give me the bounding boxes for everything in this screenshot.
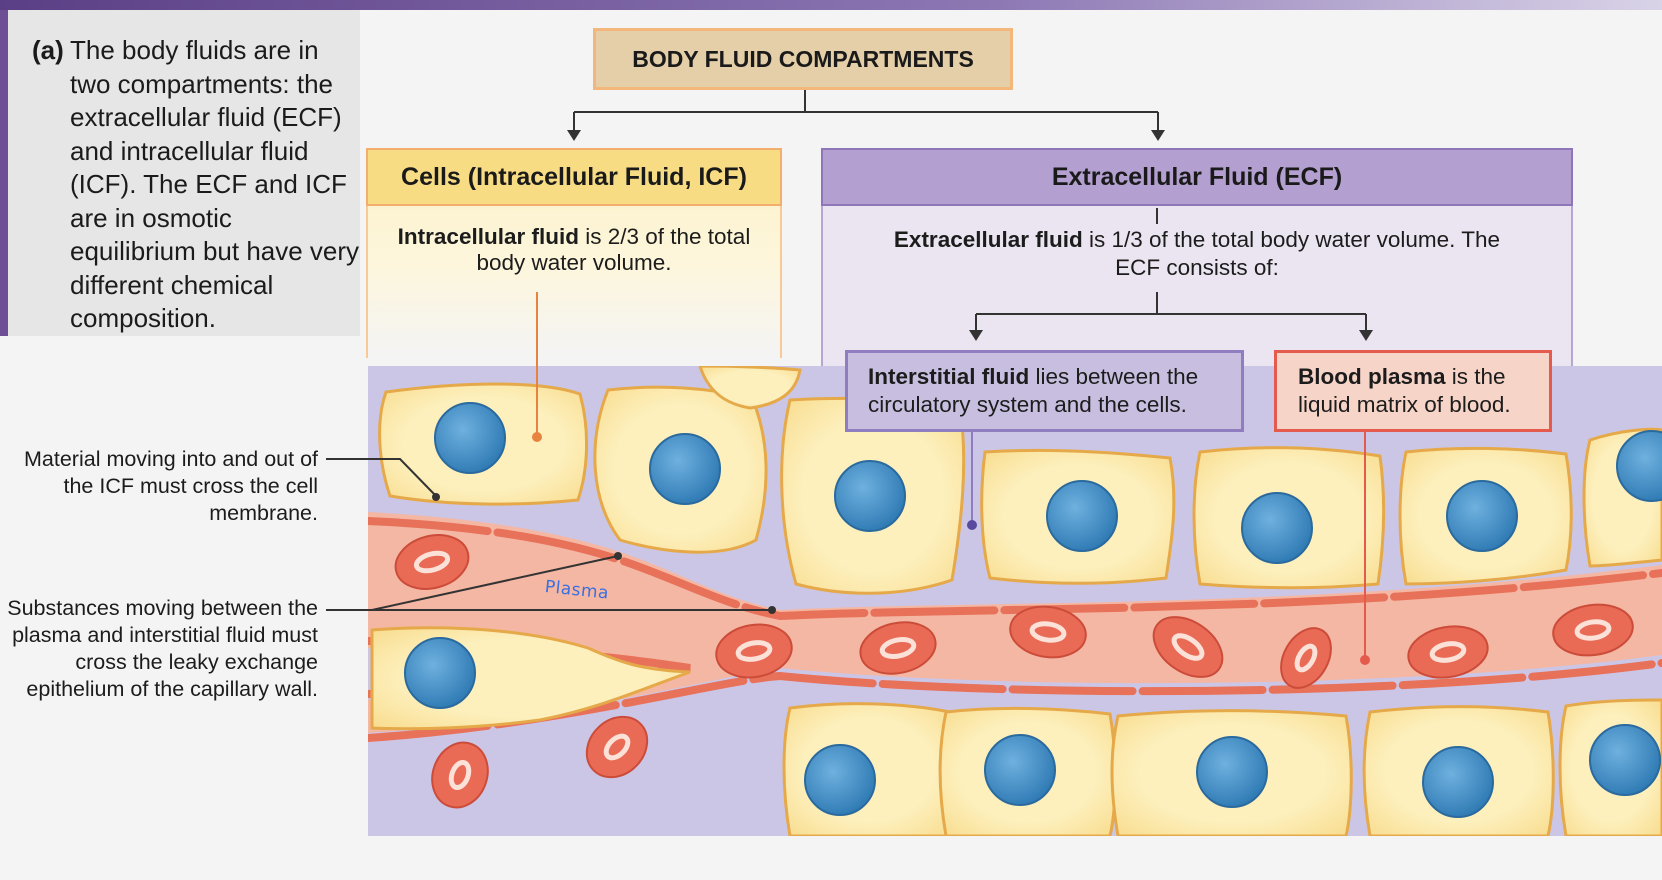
nucleus: [1616, 430, 1662, 502]
intro-caption: (a) The body fluids are in two compartme…: [32, 34, 362, 336]
red-blood-cell: [1152, 616, 1224, 678]
ecf-header: Extracellular Fluid (ECF): [821, 148, 1573, 206]
nucleus: [1196, 736, 1268, 808]
blood-plasma-term: Blood plasma: [1298, 364, 1446, 389]
leader-lines: [326, 292, 1366, 660]
interstitial-term: Interstitial fluid: [868, 364, 1030, 389]
red-blood-cell: [585, 715, 649, 779]
interstitial-fluid-box: Interstitial fluid lies between the circ…: [845, 350, 1244, 432]
nuclei: [404, 402, 1662, 818]
ecf-description: Extracellular fluid is 1/3 of the total …: [880, 226, 1514, 282]
red-blood-cells: [394, 534, 1634, 809]
capillary-annotation: Substances moving between the plasma and…: [7, 596, 318, 701]
tissue-section: [368, 366, 1662, 836]
top-border: [0, 0, 1662, 10]
nucleus: [984, 734, 1056, 806]
red-blood-cell: [1407, 625, 1489, 679]
intro-text: The body fluids are in two compartments:…: [70, 35, 360, 333]
red-blood-cell: [715, 623, 793, 679]
nucleus: [404, 637, 476, 709]
connector-lines: [567, 90, 1373, 341]
red-blood-cell: [431, 741, 489, 809]
intro-panel: (a) The body fluids are in two compartme…: [0, 10, 360, 336]
blood-plasma-box: Blood plasma is the liquid matrix of blo…: [1274, 350, 1552, 432]
nucleus: [1046, 480, 1118, 552]
icf-header: Cells (Intracellular Fluid, ICF): [366, 148, 782, 206]
nucleus: [1589, 724, 1661, 796]
leader-dots: [432, 432, 1370, 665]
red-blood-cell: [1552, 603, 1634, 657]
icf-desc-term: Intracellular fluid: [397, 224, 579, 249]
diagram-title: BODY FLUID COMPARTMENTS: [593, 28, 1013, 90]
ecf-desc-text: is 1/3 of the total body water volume. T…: [1082, 227, 1501, 280]
icf-desc-text: is 2/3 of the total body water volume.: [476, 224, 751, 275]
nucleus: [1446, 480, 1518, 552]
nucleus: [834, 460, 906, 532]
ecf-desc-term: Extracellular fluid: [893, 227, 1083, 252]
red-blood-cell: [394, 534, 470, 590]
nucleus: [1422, 746, 1494, 818]
membrane-annotation: Material moving into and out of the ICF …: [24, 447, 318, 525]
panel-label: (a): [32, 35, 64, 65]
red-blood-cell: [859, 621, 937, 675]
icf-description: Intracellular fluid is 2/3 of the total …: [380, 224, 768, 276]
cell: [698, 366, 802, 410]
red-blood-cell: [1280, 627, 1332, 689]
nucleus: [1241, 492, 1313, 564]
nucleus: [804, 744, 876, 816]
nucleus: [434, 402, 506, 474]
interstitial-text: lies between the circulatory system and …: [868, 364, 1199, 417]
red-blood-cell: [1009, 605, 1087, 659]
blood-plasma-text: is the liquid matrix of blood.: [1298, 364, 1511, 417]
nucleus: [649, 433, 721, 505]
